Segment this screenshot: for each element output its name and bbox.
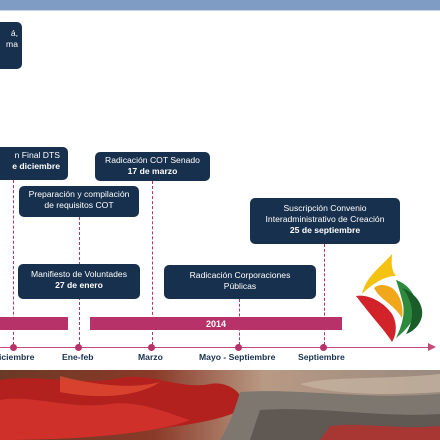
event-box-manifiesto-date: 27 de enero	[55, 280, 103, 290]
timeline-dot-marzo	[148, 344, 155, 351]
event-box-top-left-line2: ma	[6, 39, 18, 49]
event-box-corporaciones-line2: Públicas	[223, 281, 257, 291]
timeline-dot-septiembre	[320, 344, 327, 351]
top-banner-bar	[0, 0, 440, 10]
timeline-tick-septiembre: Septiembre	[298, 352, 345, 362]
connector-final-dts	[13, 180, 14, 345]
event-box-preparacion-line2: de requisitos COT	[44, 200, 114, 210]
timeline-year-label: 2014	[205, 319, 227, 329]
timeline-arrow-icon	[428, 343, 436, 351]
connector-radicacion-senado	[152, 181, 153, 345]
event-box-corporaciones: Radicación Corporaciones Públicas	[164, 265, 316, 299]
timeline-dot-ene-feb	[75, 344, 82, 351]
timeline-tick-ene-feb: Ene-feb	[62, 352, 94, 362]
event-box-radicacion-senado-date: 17 de marzo	[127, 166, 178, 176]
event-box-final-dts-date: e diciembre	[12, 161, 60, 171]
timeline-dot-mayo-septiembre	[235, 344, 242, 351]
event-box-top-left-line1: á,	[10, 28, 18, 38]
event-box-convenio-date: 25 de septiembre	[289, 225, 361, 235]
timeline-tick-mayo-septiembre: Mayo - Septiembre	[199, 352, 276, 362]
event-box-preparacion: Preparación y compilación de requisitos …	[19, 186, 139, 217]
timeline-tick-marzo: Marzo	[138, 352, 163, 362]
event-box-radicacion-senado-line1: Radicación COT Senado	[105, 155, 200, 165]
event-box-convenio: Suscripción Convenio Interadministrativo…	[250, 198, 400, 244]
red-foliage-landscape-photo	[0, 370, 440, 440]
timeline-dot-diciembre	[10, 344, 17, 351]
event-box-final-dts-line1: n Final DTS	[14, 150, 60, 160]
event-box-final-dts: n Final DTS e diciembre	[0, 147, 68, 180]
timeline-tick-diciembre: iciembre	[0, 352, 35, 362]
timeline-bar-2014	[90, 317, 342, 330]
event-box-manifiesto: Manifiesto de Voluntades 27 de enero	[18, 264, 140, 299]
top-banner-line	[0, 10, 440, 11]
event-box-convenio-line1: Suscripción Convenio	[283, 203, 367, 213]
connector-convenio	[324, 244, 325, 345]
event-box-manifiesto-line1: Manifiesto de Voluntades	[30, 269, 128, 279]
event-box-preparacion-line1: Preparación y compilación	[28, 189, 130, 199]
event-box-top-left: á, ma	[0, 22, 22, 69]
event-box-corporaciones-line1: Radicación Corporaciones	[189, 270, 291, 280]
tricolor-flame-logo-icon	[356, 254, 423, 342]
timeline-axis	[0, 347, 430, 348]
event-box-radicacion-senado: Radicación COT Senado 17 de marzo	[95, 152, 210, 181]
event-box-convenio-line2: Interadministrativo de Creación	[265, 214, 385, 224]
timeline-bar-2013	[0, 317, 68, 330]
